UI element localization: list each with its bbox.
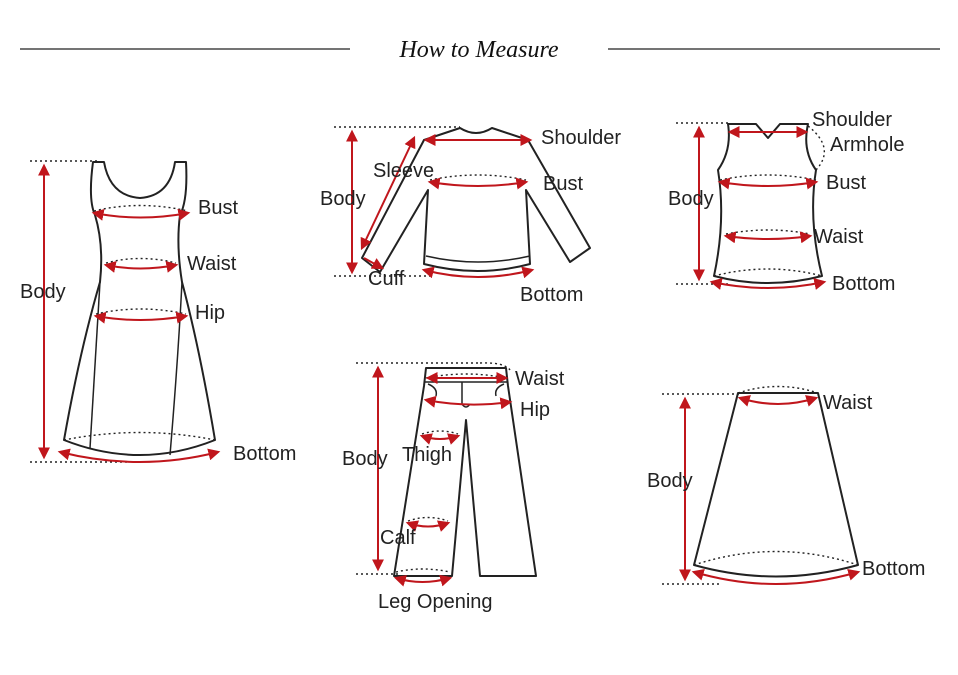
skirt-outline [693,392,859,578]
pants-leg-opening-label: Leg Opening [378,591,493,613]
skirt-bottom-arrow [691,568,861,585]
skirt-figure: Waist Body Bottom [647,385,925,585]
dress-waist-arrow [103,260,179,273]
pants-calf-dotted [407,516,449,522]
vest-armhole-label: Armhole [830,134,904,156]
dress-hip-label: Hip [195,302,225,324]
vest-bust-arrow [717,177,819,190]
shirt-bottom-label: Bottom [520,284,583,306]
pants-pocket-left [427,383,438,397]
dress-bust-arrow [91,208,191,221]
dress-seam-right [169,281,183,456]
pants-leg-opening-arrow [393,574,453,587]
shirt-shoulder-label: Shoulder [541,127,621,149]
pants-body-label: Body [342,448,388,470]
dress-outline [63,161,216,456]
pants-waist-label: Waist [515,368,565,390]
shirt-figure: Shoulder Sleeve Bust Body Cuff Bottom [320,126,621,306]
dress-hip-arrow [93,311,189,324]
shirt-bottom-arrow [421,266,535,279]
pants-thigh-arrow [419,433,461,445]
vest-waist-dotted [725,229,811,235]
vest-shoulder-label: Shoulder [812,109,892,131]
skirt-waist-arrow [737,395,819,407]
vest-bust-dotted [719,174,817,181]
shirt-cuff-arrow [363,257,385,270]
skirt-bottom-label: Bottom [862,558,925,580]
vest-waist-label: Waist [814,226,864,248]
shirt-waistband [425,255,531,263]
dress-body-label: Body [20,281,66,303]
shirt-bust-arrow [427,177,529,190]
pants-thigh-label: Thigh [402,444,452,466]
dress-hem-dotted [63,431,216,441]
dress-bottom-arrow [57,448,221,463]
pants-thigh-dotted [421,430,459,435]
vest-armhole-dotted [807,125,825,171]
shirt-body-label: Body [320,188,366,210]
dress-waist-dotted [105,257,177,264]
shirt-outline [361,127,591,273]
page-title: How to Measure [398,37,558,63]
skirt-waist-label: Waist [823,392,873,414]
skirt-body-label: Body [647,470,693,492]
pants-hip-arrow [423,395,513,410]
vest-body-label: Body [668,188,714,210]
pants-fly [461,382,471,408]
dress-hip-dotted [95,308,187,315]
vest-hem-dotted [713,268,823,277]
vest-figure: Shoulder Armhole Bust Body Waist Bottom [668,109,904,295]
vest-waist-arrow [723,231,813,244]
dress-seam-left [89,281,101,449]
vest-bottom-label: Bottom [832,273,895,295]
vest-outline [713,123,823,284]
dress-waist-label: Waist [187,253,237,275]
shirt-sleeve-label: Sleeve [373,160,434,182]
dress-bust-dotted [93,204,189,212]
shirt-cuff-label: Cuff [368,268,405,290]
pants-calf-label: Calf [380,527,416,549]
dress-bottom-label: Bottom [233,443,296,465]
skirt-hem-dotted [693,550,859,566]
shirt-bust-label: Bust [543,173,583,195]
vest-bust-label: Bust [826,172,866,194]
shirt-bust-dotted [429,174,527,181]
skirt-waist-dotted [737,385,819,394]
pants-figure: Waist Hip Body Thigh Calf Leg Opening [342,362,565,613]
pants-pocket-right [494,383,505,397]
dress-bust-label: Bust [198,197,238,219]
shirt-sleeve-arrow [360,135,416,251]
dress-figure: Bust Waist Hip Body Bottom [20,160,296,465]
vest-bottom-arrow [709,278,827,290]
pants-calf-arrow [405,520,451,532]
pants-hip-label: Hip [520,399,550,421]
pants-leg-dotted [395,568,451,573]
